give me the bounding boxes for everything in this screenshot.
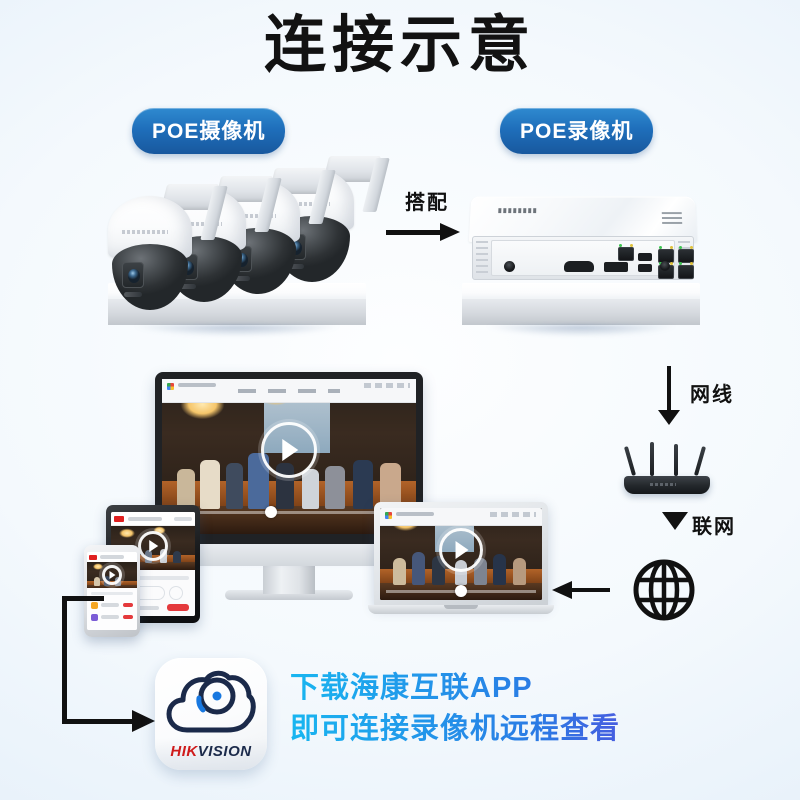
arrow-down-icon — [660, 512, 690, 534]
ptz-camera-group — [108, 152, 388, 310]
usb-port — [638, 253, 652, 261]
cloud-camera-glyph — [165, 670, 257, 736]
wifi-router — [623, 442, 710, 494]
arrow-right-icon — [382, 223, 472, 241]
play-button[interactable] — [439, 528, 483, 573]
page-title: 连接示意 — [263, 11, 536, 80]
badge-poe-recorder: POE录像机 — [500, 108, 654, 154]
app-connector-path — [62, 596, 182, 736]
usb-port — [638, 264, 652, 272]
arrow-down-icon — [654, 366, 684, 428]
play-button[interactable] — [102, 564, 122, 585]
globe-icon — [632, 558, 696, 622]
pairing-annotation: 搭配 — [382, 186, 472, 241]
laptop-screen[interactable] — [380, 508, 542, 600]
hikvision-wordmark: HIKVISION — [170, 743, 252, 760]
phone-screen[interactable] — [87, 552, 137, 630]
vga-port — [564, 261, 594, 272]
cta-text-block: 下载海康互联APP 即可连接录像机远程查看 — [290, 668, 770, 750]
arrow-left-icon — [552, 581, 610, 599]
monitor-foot — [225, 590, 353, 600]
lan-port — [618, 244, 634, 261]
poe-nvr-recorder — [468, 196, 698, 288]
antenna-port — [660, 261, 670, 271]
recorder-pedestal — [462, 283, 700, 341]
cta-line-2: 即可连接录像机远程查看 — [290, 709, 770, 750]
pairing-label: 搭配 — [405, 192, 449, 214]
video-progress-bar[interactable] — [177, 506, 401, 519]
power-port — [504, 261, 515, 272]
badge-poe-camera: POE摄像机 — [132, 108, 286, 154]
poe-port — [678, 246, 694, 263]
video-scene — [162, 379, 416, 534]
browser-logo-icon — [385, 512, 392, 519]
network-path-column: 网线 联网 — [552, 366, 800, 621]
laptop-notch — [444, 605, 478, 609]
arrow-right-icon — [132, 710, 155, 732]
play-button[interactable] — [261, 422, 317, 479]
monitor-chin — [155, 544, 423, 566]
play-button[interactable] — [138, 531, 168, 562]
ptz-dome-camera — [108, 182, 220, 314]
cta-line-1: 下载海康互联APP — [290, 668, 770, 709]
network-label: 联网 — [692, 516, 736, 538]
laptop-device — [368, 502, 554, 620]
hikvision-cloud-app-icon[interactable]: HIKVISION — [155, 658, 267, 770]
smartphone-device — [84, 545, 140, 637]
laptop-base — [368, 605, 554, 614]
video-progress-bar[interactable] — [386, 585, 536, 598]
poe-port — [678, 262, 694, 279]
browser-logo-icon — [167, 383, 174, 390]
cable-label: 网线 — [690, 384, 734, 406]
hdmi-port — [604, 262, 628, 272]
